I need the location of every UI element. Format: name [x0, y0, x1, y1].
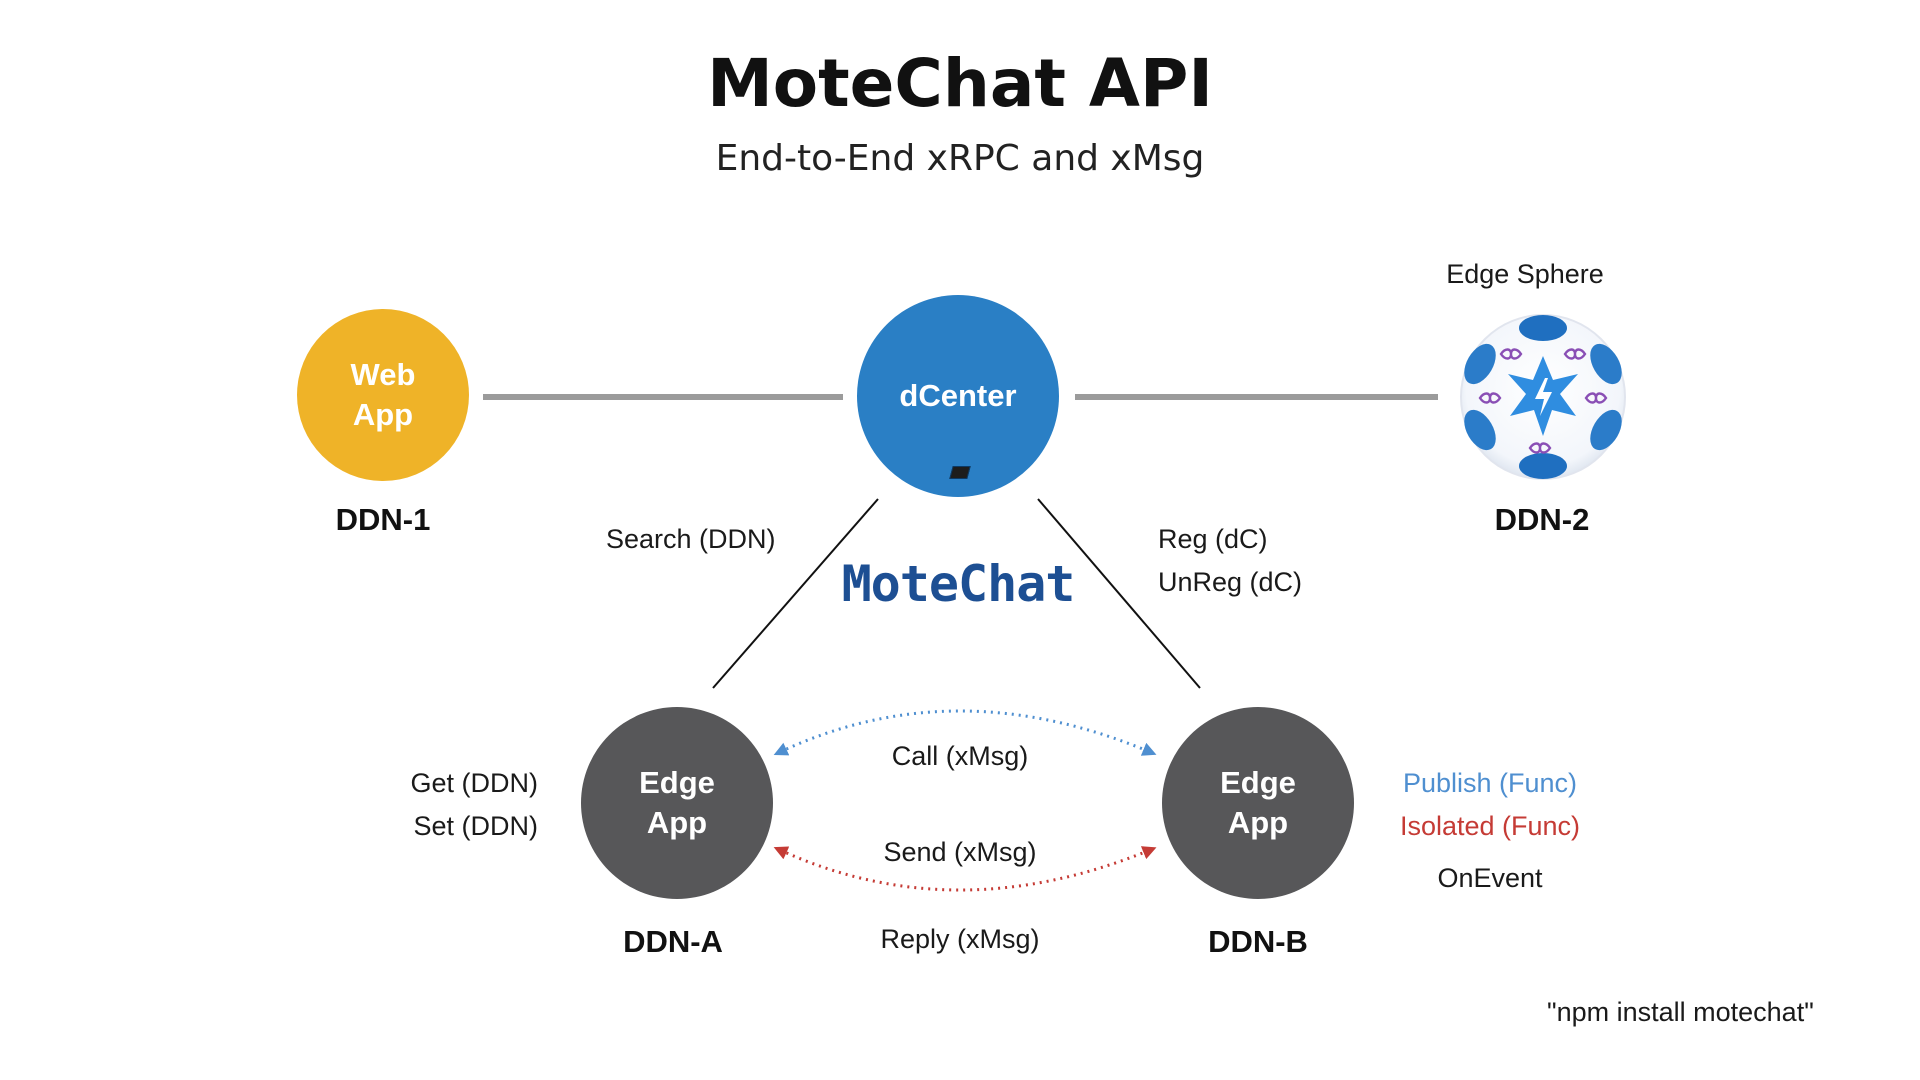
web-app-label: Web App — [350, 357, 416, 432]
search-label: Search (DDN) — [606, 524, 776, 554]
install-note: "npm install motechat" — [1547, 997, 1814, 1027]
reply-label: Reply (xMsg) — [880, 924, 1040, 954]
diagram-title: MoteChat API — [707, 45, 1213, 122]
onevent-label: OnEvent — [1437, 863, 1543, 893]
ddn-2-label: DDN-2 — [1494, 502, 1590, 537]
get-ddn-label: Get (DDN) — [410, 768, 539, 798]
ddn-b-label: DDN-B — [1208, 924, 1308, 959]
edge-sphere-icon — [1460, 314, 1626, 480]
reg-label: Reg (dC) — [1158, 524, 1268, 554]
send-label: Send (xMsg) — [883, 837, 1037, 867]
dcenter-node: dCenter — [857, 295, 1059, 497]
call-arrow — [773, 709, 1157, 756]
ddn-1-label: DDN-1 — [335, 502, 431, 537]
link-dcenter-edge-b — [1037, 498, 1201, 689]
diagram-subtitle: End-to-End xRPC and xMsg — [715, 138, 1205, 179]
dcenter-label: dCenter — [899, 378, 1017, 413]
web-app-node: Web App — [297, 309, 469, 481]
edge-app-b-label: Edge App — [1220, 765, 1296, 840]
call-label: Call (xMsg) — [891, 741, 1029, 771]
isolated-func-label: Isolated (Func) — [1399, 811, 1581, 841]
ddn-a-label: DDN-A — [623, 924, 723, 959]
edge-app-a-node: Edge App — [581, 707, 773, 899]
send-reply-arrow — [773, 846, 1157, 892]
set-ddn-label: Set (DDN) — [413, 811, 538, 841]
motechat-logo: MoteChat — [841, 555, 1076, 613]
unreg-label: UnReg (dC) — [1158, 567, 1303, 597]
edge-app-b-node: Edge App — [1162, 707, 1354, 899]
link-dcenter-edge-a — [712, 498, 879, 689]
publish-func-label: Publish (Func) — [1402, 768, 1578, 798]
edge-app-a-label: Edge App — [639, 765, 715, 840]
device-chip-icon — [949, 466, 971, 479]
edge-sphere-caption: Edge Sphere — [1446, 259, 1604, 289]
